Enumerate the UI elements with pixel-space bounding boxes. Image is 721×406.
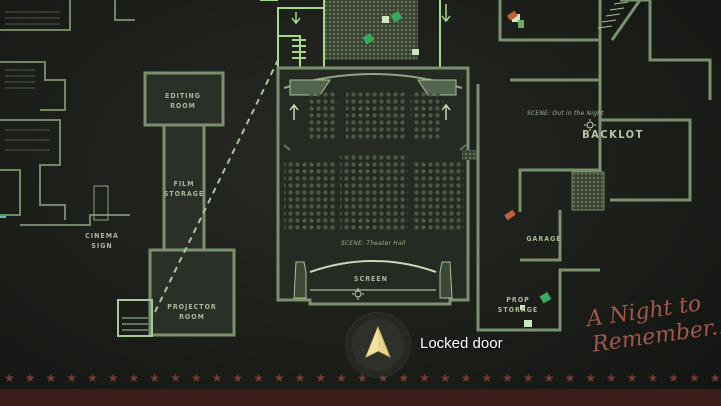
- star-border: ★★★★★★★★★★★★★★★★★★★★★★★★★★★★★★★★★★★★★★: [4, 371, 721, 385]
- projector-room-label: PROJECTOR ROOM: [167, 303, 217, 321]
- film-storage-label: FILM STORAGE: [163, 180, 205, 198]
- cursor-tooltip: Locked door: [420, 335, 503, 352]
- editing-room-label: EDITING ROOM: [165, 92, 201, 110]
- map-cursor[interactable]: [346, 313, 410, 377]
- cinema-sign-label: CINEMA SIGN: [85, 232, 119, 250]
- scene-theater-hall-label: SCENE: Theater Hall: [341, 240, 406, 247]
- map-bottom-band: [0, 389, 721, 406]
- screen-label: SCREEN: [354, 275, 388, 283]
- garage-label: GARAGE: [526, 235, 562, 243]
- prop-storage-label: PROP STORAGE: [497, 296, 539, 314]
- scene-out-in-the-night-label: SCENE: Out in the Night: [527, 110, 604, 117]
- backlot-label: BACKLOT: [582, 128, 644, 141]
- navigation-arrow-icon: [365, 325, 391, 359]
